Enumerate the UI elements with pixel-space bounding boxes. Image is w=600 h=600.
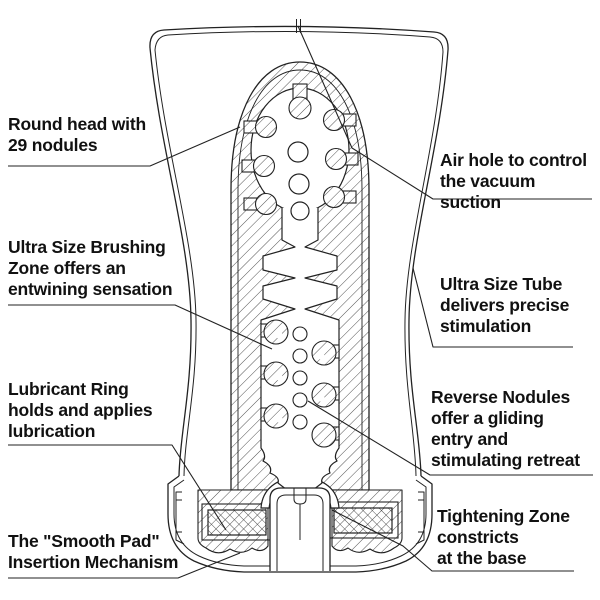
leader-ultra-size-tube [412,267,573,348]
label-brushing-zone: Ultra Size Brushing Zone offers an entwi… [8,237,173,300]
leader-lines [8,25,593,579]
pillar-slot [293,488,307,540]
cup-outer-wall [149,25,449,477]
base-clip-left [175,491,185,545]
lubricant-ring-right [333,507,393,534]
label-tightening-zone: Tightening Zone constricts at the base [437,506,570,568]
channel-air-holes [292,326,308,430]
leader-lubricant-ring [8,444,227,531]
label-smooth-pad: The "Smooth Pad" Insertion Mechanism [8,531,179,573]
label-lubricant-ring: Lubricant Ring holds and applies lubrica… [8,379,153,442]
leader-brushing-zone [8,304,273,350]
insertion-mechanism [269,487,331,571]
label-ultra-size-tube: Ultra Size Tube delivers precise stimula… [440,274,570,337]
leader-smooth-pad [8,552,241,579]
head-nodules [241,83,359,216]
reverse-nodule-curls [260,319,340,448]
base-clip-right [415,491,425,545]
cup-body [149,19,449,573]
leader-round-head [8,126,241,167]
leader-tightening-zone [331,509,574,572]
lubricant-ring-left [207,509,267,536]
label-round-head: Round head with 29 nodules [8,114,146,156]
head-air-holes [287,141,310,221]
head-nodule-top [288,96,312,120]
leader-reverse-nodules [307,400,593,476]
channel-cavity-walls [260,208,340,501]
label-reverse-nodules: Reverse Nodules offer a gliding entry an… [431,387,580,470]
sleeve-inner-skin [237,69,363,490]
cup-inner-wall [154,30,444,477]
label-air-hole: Air hole to control the vacuum suction [440,150,587,213]
leader-air-hole [297,25,592,200]
base-skirt-outer [167,475,433,573]
